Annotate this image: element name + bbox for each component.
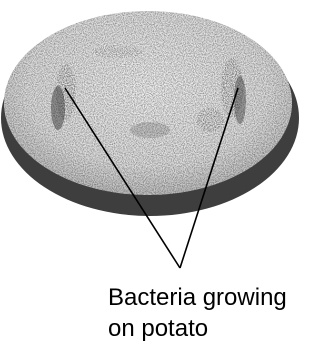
potato-texture <box>4 11 292 195</box>
bacteria-label: Bacteria growing on potato <box>108 282 334 344</box>
bacteria-label-line2: on potato <box>108 313 334 344</box>
bacteria-label-line1: Bacteria growing <box>108 282 334 313</box>
